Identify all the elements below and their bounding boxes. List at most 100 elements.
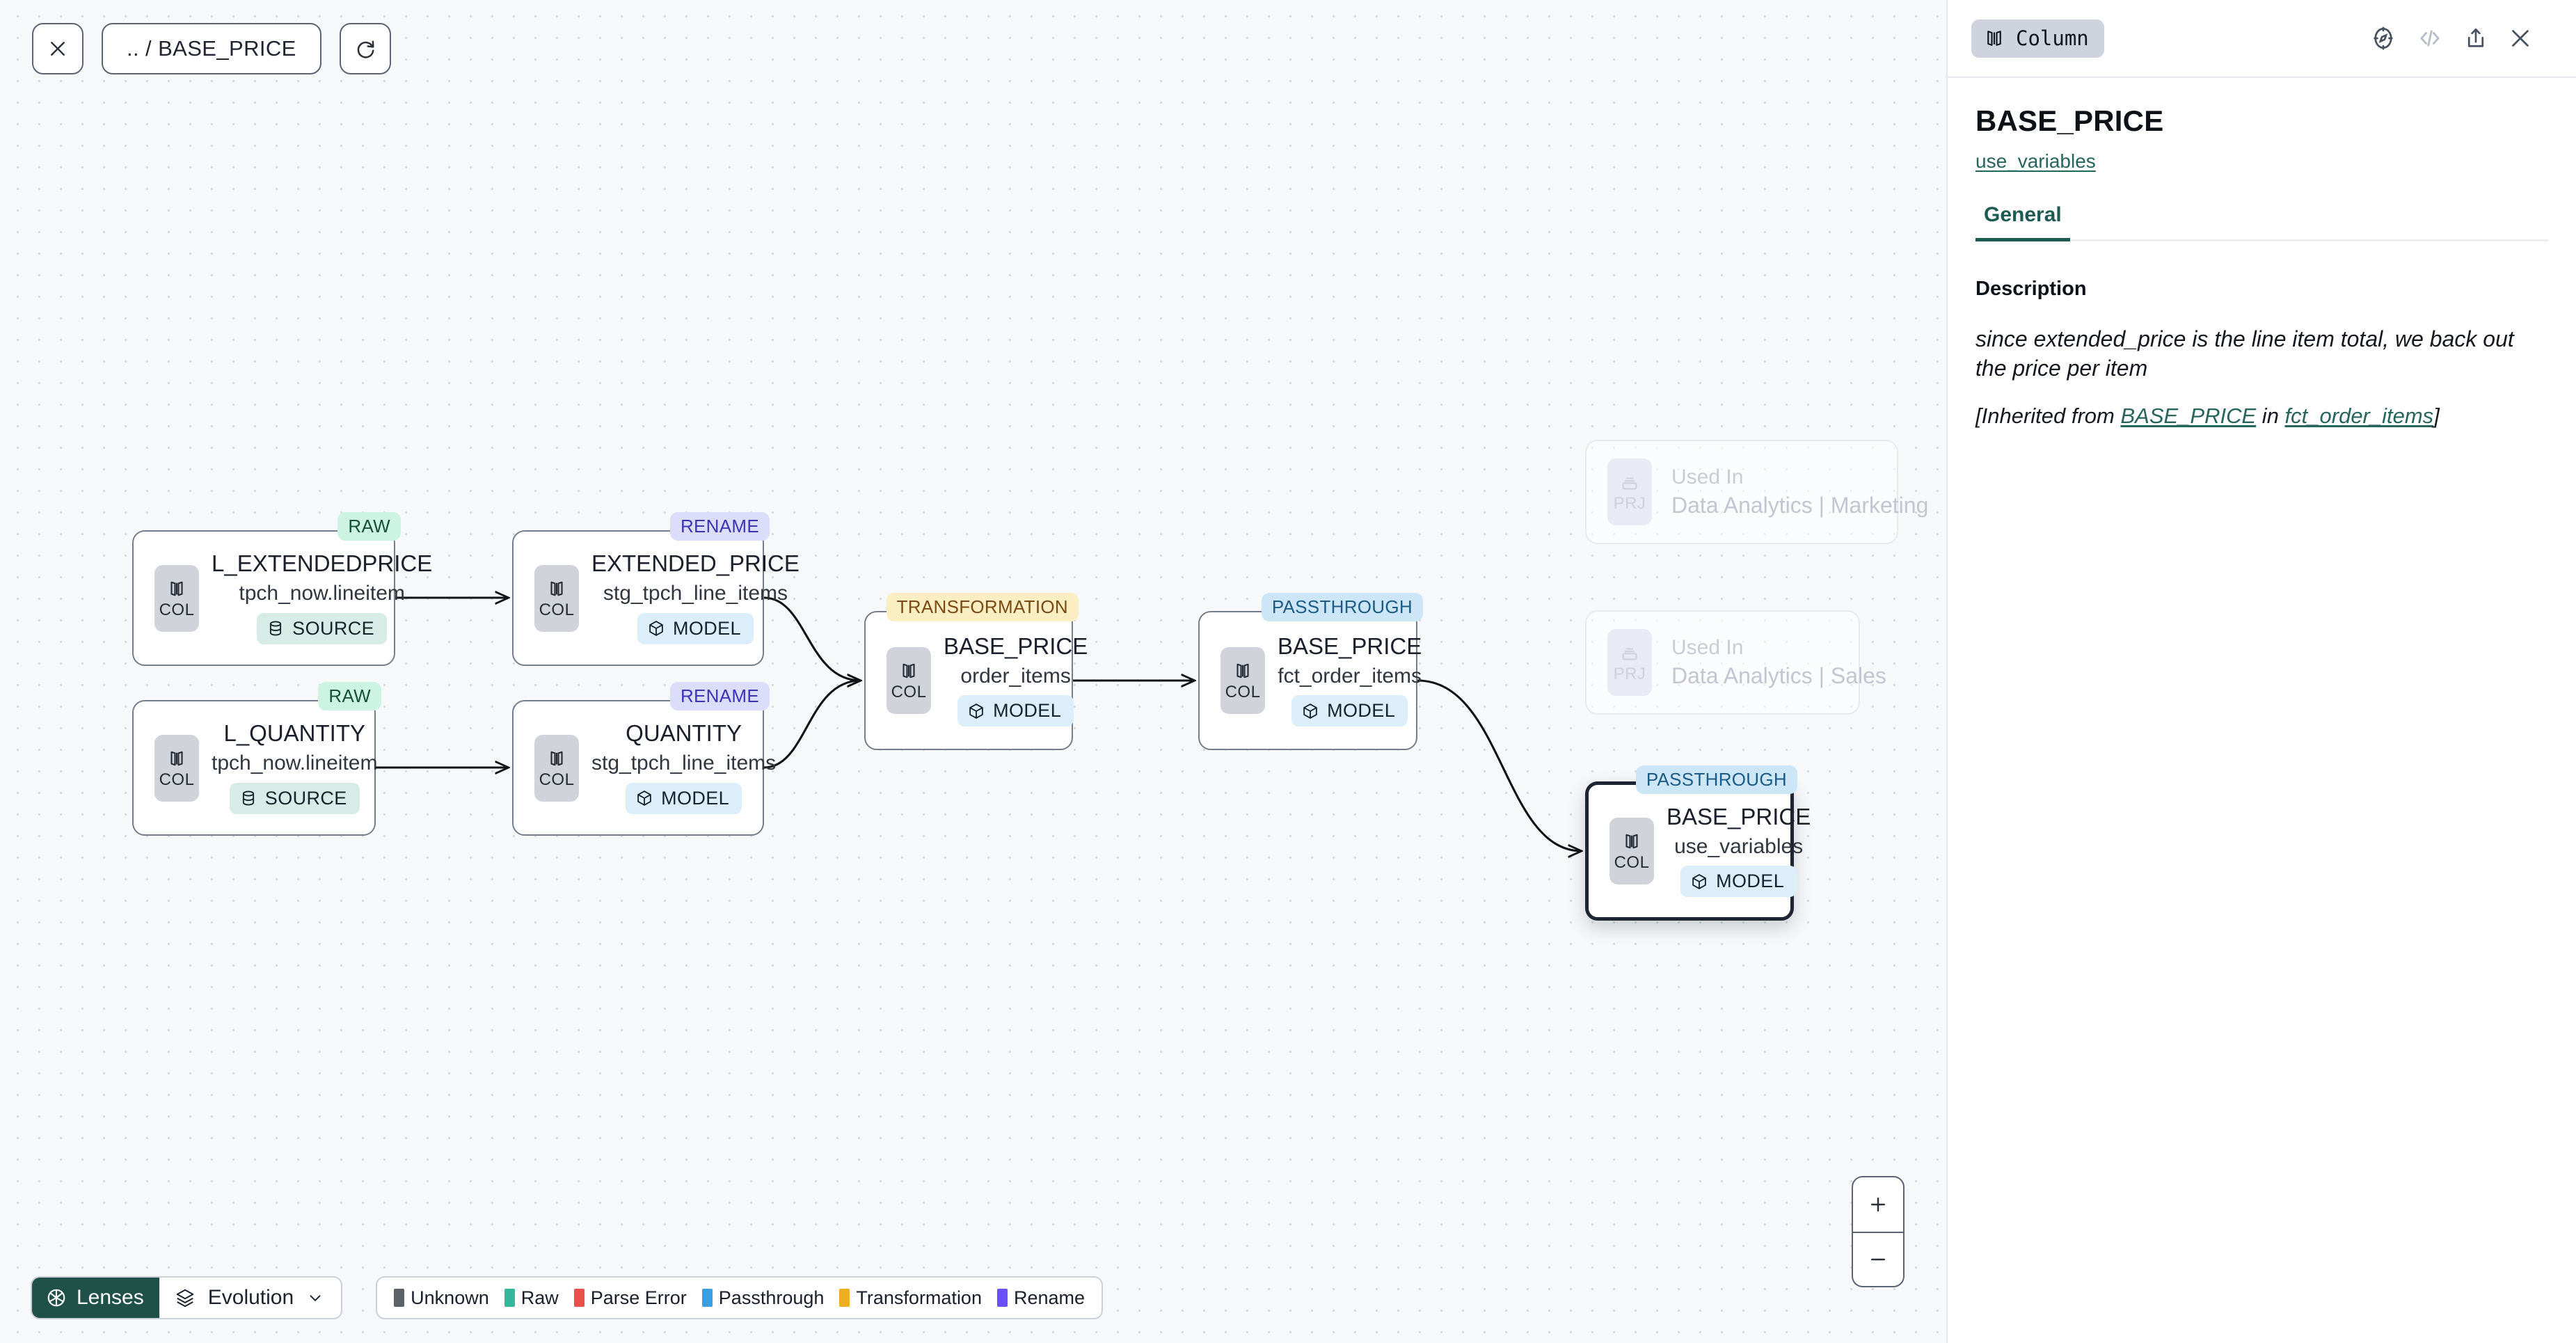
breadcrumb: .. / BASE_PRICE <box>127 36 296 61</box>
legend-item-passthrough[interactable]: Passthrough <box>701 1287 825 1309</box>
bottom-bar: Lenses Evolution Unknown Raw Parse Error Pa… <box>31 1276 1104 1319</box>
node-type-chip: COL <box>1609 818 1654 884</box>
node-kind-badge: SOURCE <box>229 782 360 814</box>
node-type-label: PRJ <box>1613 494 1646 513</box>
node-type-chip: COL <box>154 564 199 632</box>
inherited-column-link[interactable]: BASE_PRICE <box>2120 404 2257 429</box>
legend-item-unknown[interactable]: Unknown <box>394 1287 489 1309</box>
node-kind-badge: SOURCE <box>257 612 388 644</box>
panel-tabs: General <box>1975 203 2548 241</box>
column-icon <box>550 751 563 765</box>
node-subtitle: order_items <box>960 664 1071 688</box>
node-type-chip: COL <box>887 647 931 714</box>
inherited-prefix: [Inherited from <box>1975 404 2121 429</box>
close-icon <box>51 42 65 56</box>
legend-swatch <box>839 1289 850 1307</box>
object-type-label: Column <box>2016 26 2089 50</box>
compass-icon[interactable] <box>2370 25 2396 51</box>
chevron-down-icon <box>310 1295 321 1301</box>
ghost-node-used-in-marketing[interactable]: PRJ Used In Data Analytics | Marketing <box>1585 440 1928 544</box>
column-icon <box>170 751 183 765</box>
evolution-dropdown[interactable]: Evolution <box>159 1278 342 1318</box>
node-subtitle: use_variables <box>1674 834 1804 858</box>
node-type-chip: PRJ <box>1607 459 1652 525</box>
legend-label: Raw <box>520 1287 559 1308</box>
refresh-icon <box>357 40 374 58</box>
column-icon <box>1237 663 1249 678</box>
object-type-chip[interactable]: Column <box>1971 19 2104 58</box>
close-icon[interactable] <box>2508 26 2533 51</box>
node-title: L_EXTENDEDPRICE <box>212 550 433 577</box>
panel-header: Column <box>1948 0 2576 78</box>
legend-item-raw[interactable]: Raw <box>504 1287 559 1309</box>
node-kind-label: MODEL <box>661 787 730 809</box>
node-status-badge: RENAME <box>669 682 770 710</box>
lenses-button[interactable]: Lenses <box>32 1278 159 1318</box>
cube-icon <box>969 703 983 719</box>
legend-item-transformation[interactable]: Transformation <box>839 1287 982 1309</box>
parent-model-link[interactable]: use_variables <box>1975 150 2096 172</box>
page-title: BASE_PRICE <box>1975 104 2164 137</box>
node-status-badge: RAW <box>337 512 401 541</box>
description-text: since extended_price is the line item to… <box>1975 326 2514 381</box>
details-panel: Column <box>1946 0 2576 1343</box>
legend-item-rename[interactable]: Rename <box>996 1287 1085 1309</box>
close-graph-button[interactable] <box>32 23 84 74</box>
inherited-model-link[interactable]: fct_order_items <box>2284 404 2434 429</box>
legend-label: Passthrough <box>718 1287 825 1308</box>
column-icon <box>1625 834 1638 849</box>
node-subtitle: Data Analytics | Marketing <box>1671 493 1929 518</box>
node-title: Used In <box>1671 635 1744 659</box>
zoom-controls <box>1852 1176 1905 1287</box>
node-status-badge: PASSTHROUGH <box>1635 765 1797 794</box>
node-status-badge: RENAME <box>669 512 770 541</box>
node-kind-badge: MODEL <box>1291 695 1408 727</box>
inherited-suffix: ] <box>2433 404 2440 429</box>
zoom-out-button[interactable] <box>1853 1232 1903 1286</box>
breadcrumb-button[interactable]: .. / BASE_PRICE <box>102 23 321 74</box>
node-type-label: COL <box>159 600 195 619</box>
plus-icon <box>1871 1198 1885 1211</box>
cube-icon <box>1303 703 1317 719</box>
node-kind-badge: MODEL <box>957 695 1074 727</box>
ghost-node-used-in-sales[interactable]: PRJ Used In Data Analytics | Sales <box>1585 610 1886 715</box>
node-type-label: PRJ <box>1613 665 1646 683</box>
node-subtitle: tpch_now.lineitem <box>212 752 378 775</box>
node-subtitle: tpch_now.lineitem <box>239 582 405 605</box>
zoom-in-button[interactable] <box>1853 1177 1903 1232</box>
node-status-badge: TRANSFORMATION <box>886 593 1079 621</box>
column-icon <box>170 581 183 596</box>
node-title: Used In <box>1671 465 1744 488</box>
refresh-button[interactable] <box>339 23 391 74</box>
share-icon[interactable] <box>2463 25 2488 51</box>
column-icon <box>903 663 915 678</box>
node-type-chip: COL <box>154 734 199 802</box>
legend-swatch <box>996 1289 1008 1307</box>
node-title: BASE_PRICE <box>1278 633 1422 659</box>
canvas-toolbar: .. / BASE_PRICE <box>32 23 391 74</box>
evolution-label: Evolution <box>207 1286 294 1309</box>
node-title: EXTENDED_PRICE <box>591 550 800 577</box>
legend-item-parse-error[interactable]: Parse Error <box>573 1287 687 1309</box>
node-title: QUANTITY <box>626 720 742 747</box>
node-type-chip: COL <box>1221 647 1265 714</box>
database-icon <box>242 790 254 806</box>
project-icon <box>1622 648 1637 660</box>
cube-icon <box>637 790 651 806</box>
node-title: BASE_PRICE <box>1667 803 1811 829</box>
code-icon[interactable] <box>2416 25 2444 51</box>
node-type-chip: PRJ <box>1607 629 1652 696</box>
tab-general[interactable]: General <box>1975 203 2070 241</box>
node-subtitle: stg_tpch_line_items <box>603 582 788 605</box>
node-type-label: COL <box>539 770 575 789</box>
lenses-label: Lenses <box>77 1286 144 1309</box>
lineage-canvas[interactable]: .. / BASE_PRICE <box>0 0 1946 1343</box>
